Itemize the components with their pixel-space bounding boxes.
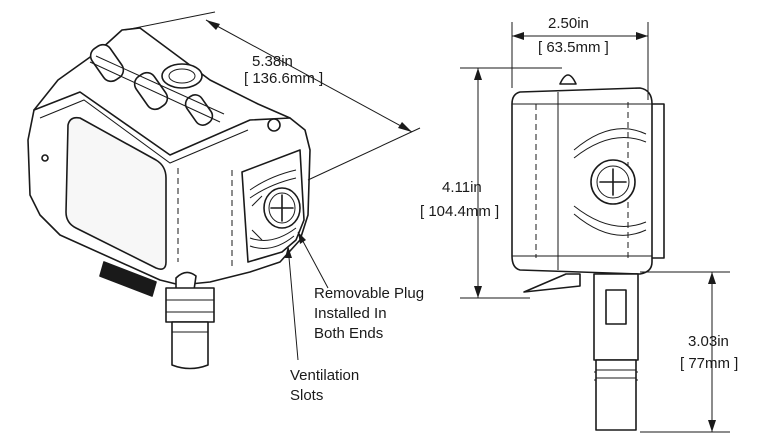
- side-probe: [593, 273, 639, 431]
- side-plug: [590, 159, 636, 205]
- isometric-view: [27, 27, 311, 370]
- length-metric: [ 136.6mm ]: [244, 70, 323, 87]
- ventilation-slots: [249, 169, 297, 249]
- width-dimension: [511, 22, 649, 100]
- display-window: [65, 116, 167, 270]
- top-knob: [161, 63, 203, 89]
- length-dimension: [124, 11, 421, 181]
- vent-callout-line2: Slots: [290, 387, 323, 404]
- plug-callout-line2: Installed In: [314, 305, 387, 322]
- probe-imperial: 3.03in: [688, 333, 729, 350]
- plug-callout-line1: Removable Plug: [314, 285, 424, 302]
- side-hole: [41, 154, 49, 162]
- mounting-tab: [99, 261, 157, 297]
- lid-edge: [33, 91, 291, 156]
- height-metric: [ 104.4mm ]: [420, 203, 499, 220]
- side-body: [511, 87, 653, 275]
- vent-callout-line1: Ventilation: [290, 367, 359, 384]
- probe-metric: [ 77mm ]: [680, 355, 738, 372]
- vent-callout: [285, 245, 299, 361]
- width-imperial: 2.50in: [548, 15, 589, 32]
- height-imperial: 4.11in: [442, 179, 482, 196]
- height-dimension: [460, 67, 562, 299]
- hinge: [89, 43, 225, 126]
- side-view: [511, 74, 665, 431]
- probe: [165, 287, 215, 370]
- plug-callout: [297, 231, 329, 289]
- side-vent-slots: [573, 128, 647, 236]
- plug-callout-line3: Both Ends: [314, 325, 383, 342]
- removable-plug: [263, 187, 301, 229]
- length-imperial: 5.38in: [252, 53, 293, 70]
- width-metric: [ 63.5mm ]: [538, 39, 609, 56]
- probe-dimension: [640, 271, 730, 433]
- screw-boss: [267, 118, 281, 132]
